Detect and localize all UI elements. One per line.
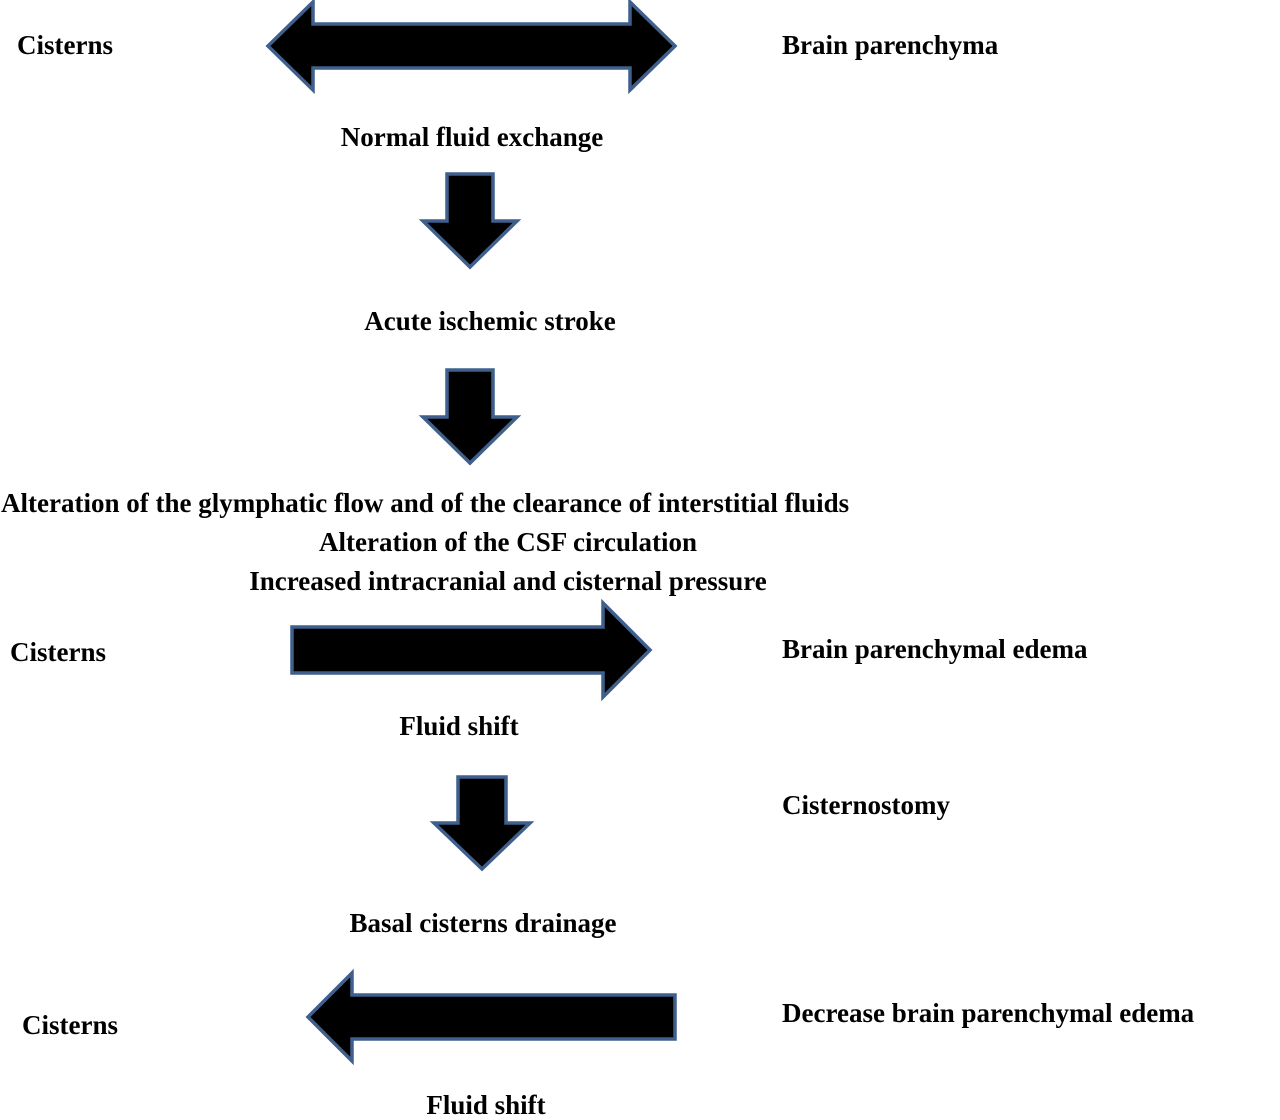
brain-parenchyma-label: Brain parenchyma	[782, 30, 999, 60]
down-arrow-icon	[429, 775, 535, 872]
fluid-shift-caption: Fluid shift	[426, 1090, 546, 1120]
brain-parenchymal-edema-label: Brain parenchymal edema	[782, 634, 1088, 664]
cisterns-label: Cisterns	[10, 637, 106, 667]
acute-ischemic-stroke-label: Acute ischemic stroke	[364, 306, 616, 336]
down-arrow-icon	[418, 172, 522, 270]
down-arrow-icon	[418, 368, 522, 466]
alteration-csf-line: Alteration of the CSF circulation	[319, 527, 697, 557]
alteration-glymphatic-line: Alteration of the glymphatic flow and of…	[1, 488, 850, 518]
cisterns-label: Cisterns	[17, 30, 113, 60]
double-arrow-icon	[265, 0, 678, 95]
cisterns-label: Cisterns	[22, 1010, 118, 1040]
decrease-edema-label: Decrease brain parenchymal edema	[782, 998, 1195, 1028]
right-arrow-icon	[290, 598, 653, 702]
increased-pressure-line: Increased intracranial and cisternal pre…	[249, 566, 767, 596]
cisternostomy-label: Cisternostomy	[782, 790, 950, 820]
normal-fluid-exchange-caption: Normal fluid exchange	[340, 122, 604, 152]
left-arrow-icon	[305, 968, 677, 1066]
basal-cisterns-drainage-label: Basal cisterns drainage	[349, 908, 617, 938]
fluid-shift-caption: Fluid shift	[399, 711, 519, 741]
